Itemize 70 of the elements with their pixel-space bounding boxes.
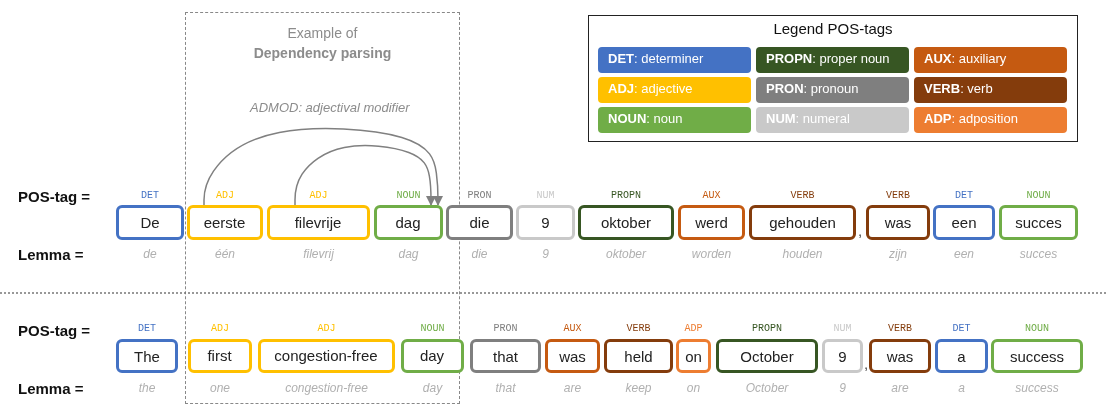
comma: , bbox=[864, 355, 869, 372]
word-box: 9 bbox=[516, 205, 575, 240]
dependency-arrow bbox=[294, 144, 437, 207]
word-box: on bbox=[676, 339, 711, 373]
word-box: oktober bbox=[578, 205, 674, 240]
pos-tag: PROPN bbox=[717, 323, 817, 334]
comma: , bbox=[858, 222, 863, 239]
lemma-text: keep bbox=[624, 381, 653, 395]
legend-entry: PRON: pronoun bbox=[756, 77, 909, 103]
word-box: was bbox=[866, 205, 930, 240]
lemma-text: one bbox=[209, 381, 231, 395]
pos-tag: ADJ bbox=[276, 323, 377, 334]
legend-entry: ADJ: adjective bbox=[598, 77, 751, 103]
word-box: day bbox=[400, 338, 464, 373]
lemma-text: oktober bbox=[605, 247, 648, 261]
lemma-text: are bbox=[562, 381, 583, 395]
row-label: Lemma = bbox=[18, 246, 84, 263]
row-label: POS-tag = bbox=[18, 188, 91, 205]
lemma-text: die bbox=[470, 247, 489, 261]
word-box: was bbox=[545, 339, 600, 373]
legend-entry: VERB: verb bbox=[914, 77, 1067, 103]
lemma-text: day bbox=[421, 381, 444, 395]
word-box: held bbox=[604, 339, 673, 373]
lemma-text: filevrij bbox=[302, 247, 335, 261]
lemma-text: 9 bbox=[541, 247, 550, 261]
frame-heading: Example of Dependency parsing bbox=[252, 24, 393, 63]
dependency-arrow bbox=[203, 127, 444, 207]
row-label: Lemma = bbox=[18, 380, 84, 397]
word-box: 9 bbox=[822, 339, 863, 373]
word-box: die bbox=[446, 205, 513, 240]
lemma-text: de bbox=[142, 247, 158, 261]
lemma-text: success bbox=[1014, 381, 1060, 395]
lemma-text: succes bbox=[1018, 247, 1059, 261]
word-box: eerste bbox=[186, 204, 263, 240]
lemma-text: a bbox=[957, 381, 966, 395]
lemma-text: worden bbox=[690, 247, 733, 261]
lemma-text: congestion-free bbox=[284, 381, 369, 395]
edge-label: ADMOD: adjectival modifier bbox=[250, 100, 410, 115]
word-box: success bbox=[991, 339, 1083, 373]
lemma-text: dag bbox=[397, 247, 420, 261]
word-box: first bbox=[187, 338, 252, 373]
lemma-text: één bbox=[214, 247, 236, 261]
lemma-text: houden bbox=[781, 247, 824, 261]
row-label: POS-tag = bbox=[18, 322, 91, 339]
lemma-text: are bbox=[890, 381, 910, 395]
lemma-text: zijn bbox=[888, 247, 908, 261]
word-box: The bbox=[116, 339, 178, 373]
word-box: October bbox=[716, 339, 818, 373]
word-box: congestion-free bbox=[257, 338, 395, 373]
lemma-text: 9 bbox=[838, 381, 847, 395]
word-box: De bbox=[116, 205, 184, 240]
word-box: werd bbox=[678, 205, 745, 240]
word-box: gehouden bbox=[749, 205, 856, 240]
word-box: filevrije bbox=[266, 204, 370, 240]
legend-entry: ADP: adposition bbox=[914, 107, 1067, 133]
word-box: a bbox=[935, 339, 988, 373]
legend-entry: NOUN: noun bbox=[598, 107, 751, 133]
word-box: that bbox=[470, 339, 541, 373]
lemma-text: een bbox=[953, 247, 975, 261]
legend-entry: DET: determiner bbox=[598, 47, 751, 73]
lemma-text: October bbox=[744, 381, 790, 395]
legend-entry: AUX: auxiliary bbox=[914, 47, 1067, 73]
legend-entry: PROPN: proper noun bbox=[756, 47, 909, 73]
lemma-text: the bbox=[137, 381, 157, 395]
lemma-text: that bbox=[494, 381, 517, 395]
word-box: een bbox=[933, 205, 995, 240]
word-box: succes bbox=[999, 205, 1078, 240]
word-box: was bbox=[869, 339, 931, 373]
legend-title: Legend POS-tags bbox=[772, 20, 894, 37]
word-box: dag bbox=[373, 204, 443, 240]
